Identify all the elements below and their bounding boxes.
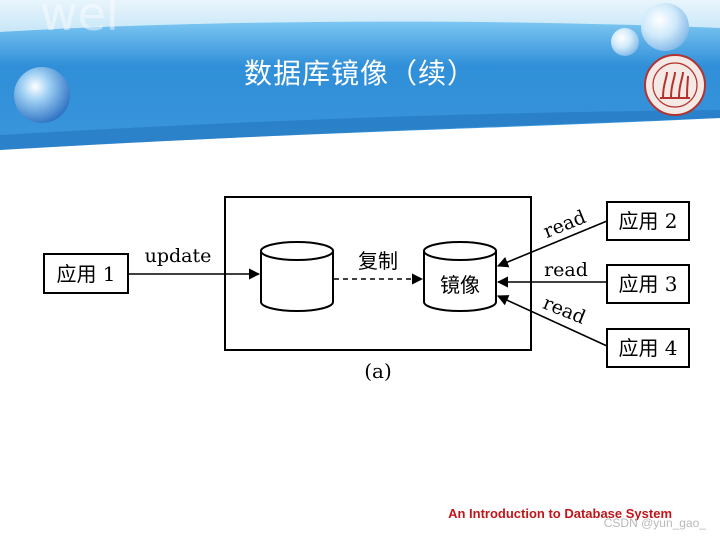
read-arrow-lower <box>496 295 608 347</box>
app2-label: 应用 2 <box>618 209 677 233</box>
decor-sphere-right <box>641 3 689 51</box>
csdn-watermark: CSDN @yun_gao_ <box>603 516 706 530</box>
decor-sphere-large <box>14 67 70 123</box>
app4-label: 应用 4 <box>618 336 677 360</box>
slide-header: wel 数据库镜像（续） <box>0 0 720 150</box>
app3-box <box>606 264 690 304</box>
app2-box <box>606 201 690 241</box>
app1-box <box>43 253 129 294</box>
mirror-label: 镜像 <box>440 273 480 297</box>
decor-sphere-small <box>611 28 639 56</box>
read-arrow-upper <box>496 220 608 268</box>
copy-label: 复制 <box>358 249 398 273</box>
diagram-caption: (a) <box>364 359 392 383</box>
primary-database-icon <box>260 241 334 312</box>
mirror-database-icon <box>423 241 497 312</box>
course-title: An Introduction to Database System <box>448 506 672 521</box>
read-label-lower: read <box>540 292 589 329</box>
svg-text:wel: wel <box>40 0 119 41</box>
university-emblem-icon <box>644 54 706 116</box>
header-background: wel <box>0 0 720 150</box>
slide-title: 数据库镜像（续） <box>243 57 476 90</box>
app1-label: 应用 1 <box>56 262 115 286</box>
read-label-upper: read <box>540 206 589 243</box>
app3-label: 应用 3 <box>618 272 677 296</box>
read-label-middle: read <box>544 259 588 281</box>
app4-box <box>606 328 690 368</box>
update-label: update <box>145 245 212 267</box>
